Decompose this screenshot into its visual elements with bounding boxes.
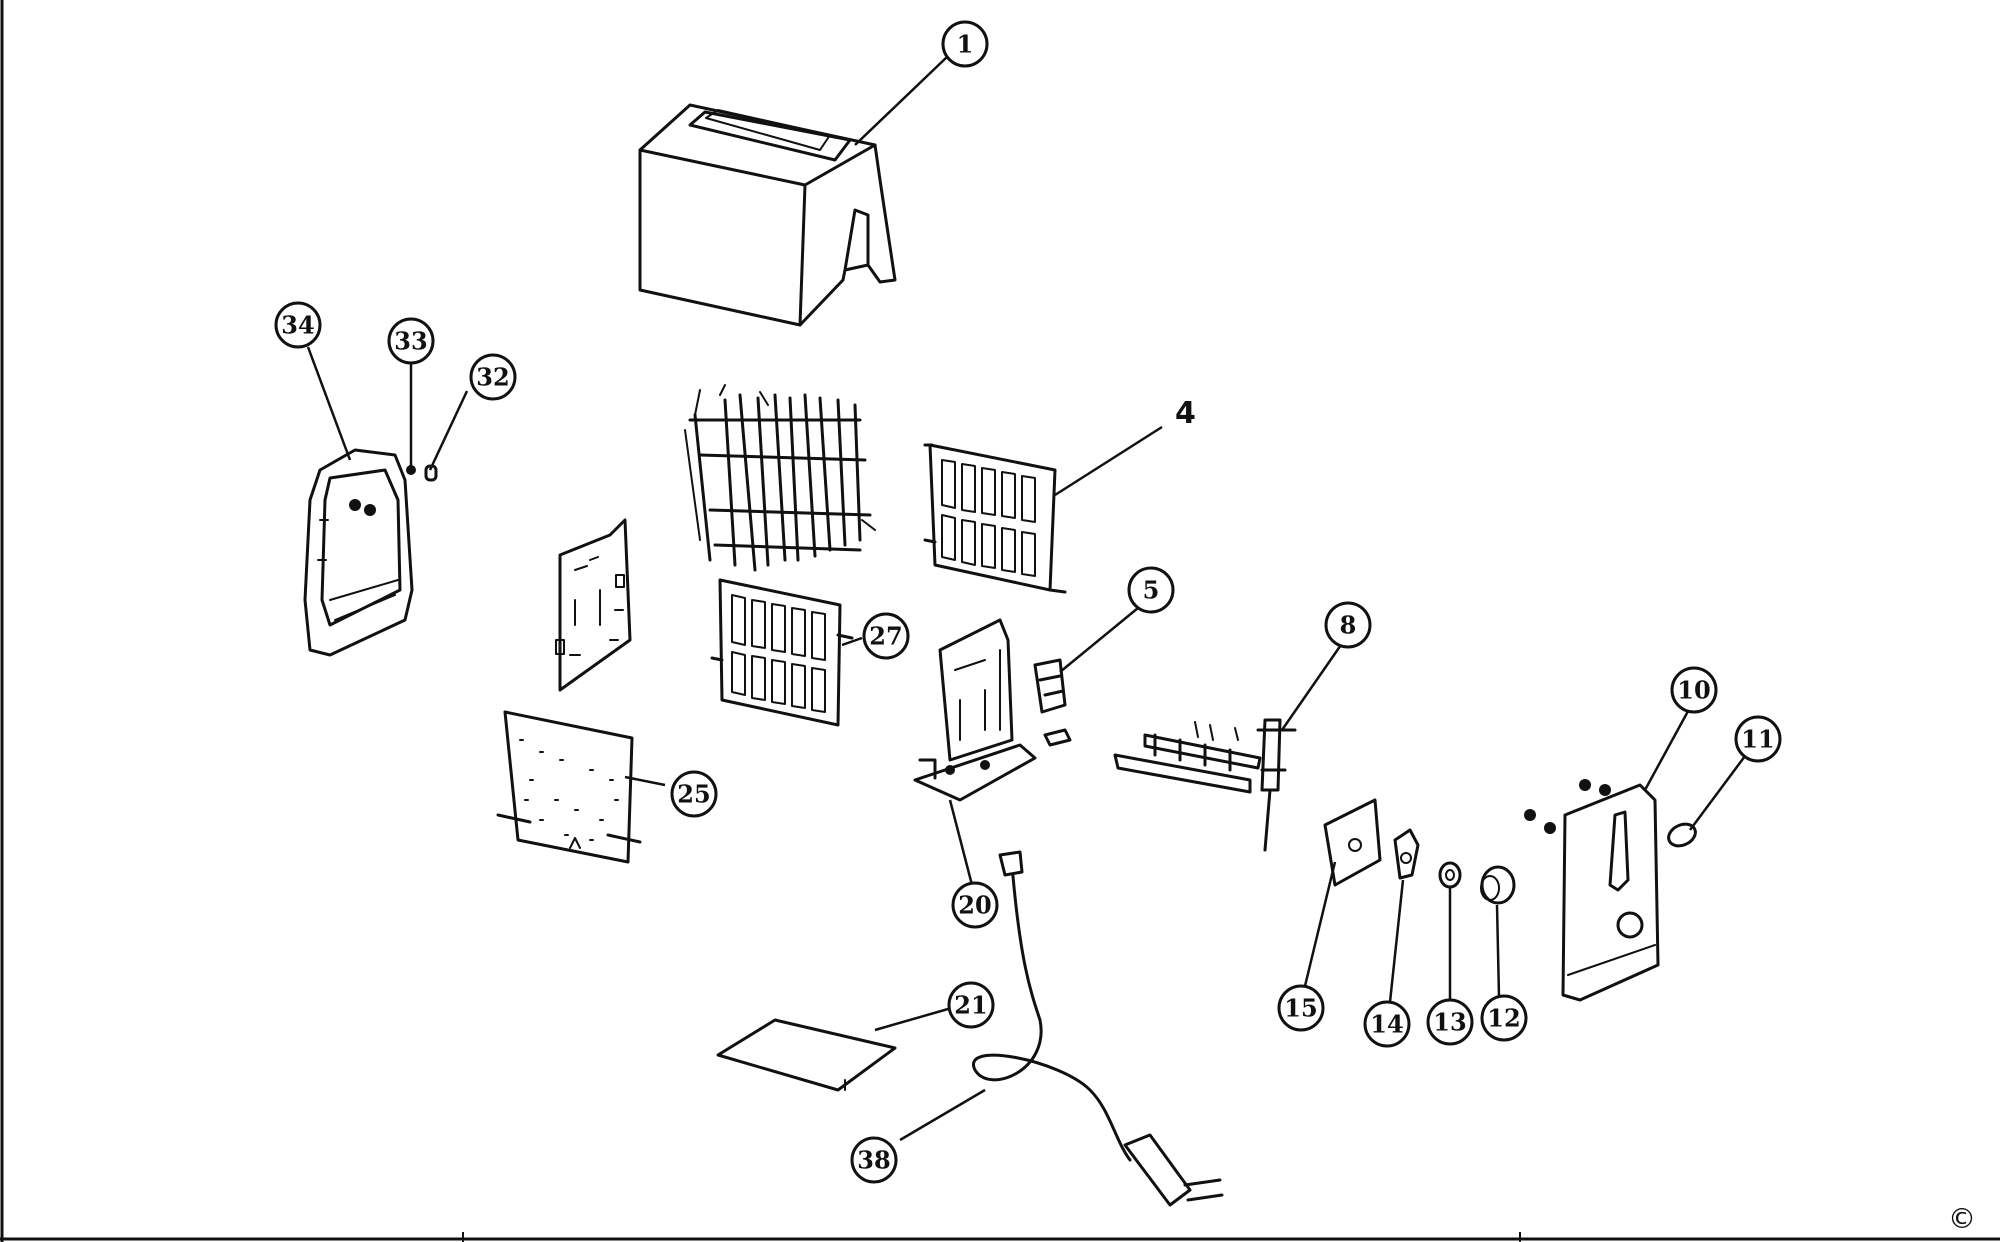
part-inner-side-plate [555, 518, 632, 692]
callout-12: 12 [1480, 994, 1528, 1042]
callout-33-label: 33 [394, 327, 427, 356]
callout-8-label: 8 [1340, 611, 1357, 640]
part-25-reflector-plate [496, 710, 642, 864]
part-20-carriage-assembly [913, 618, 1072, 802]
callout-25: 25 [670, 770, 718, 818]
callout-4-label: 4 [1175, 396, 1196, 431]
callout-12-label: 12 [1487, 1004, 1520, 1033]
callout-38-label: 38 [857, 1146, 890, 1175]
callout-20: 20 [951, 881, 999, 929]
part-14-lever-knob [1393, 828, 1420, 880]
callout-34: 34 [274, 301, 322, 349]
part-8-lever-mechanism [1113, 718, 1297, 852]
part-13-nut [1438, 861, 1462, 889]
callout-8: 8 [1324, 601, 1372, 649]
callout-11-label: 11 [1741, 725, 1774, 754]
callout-14-label: 14 [1370, 1010, 1403, 1039]
callout-27-label: 27 [869, 622, 902, 651]
part-34-end-cap [303, 448, 414, 657]
copyright-symbol: © [1948, 1202, 1976, 1235]
callout-25-label: 25 [677, 780, 710, 809]
part-27-mica-plate [710, 578, 854, 727]
part-33-small-screw [406, 465, 416, 475]
part-12-control-knob [1480, 865, 1516, 905]
part-5-switch [1033, 658, 1067, 714]
part-38-power-cord [972, 850, 1224, 1207]
callout-32: 32 [469, 353, 517, 401]
callout-20-label: 20 [958, 891, 991, 920]
part-1-housing [638, 103, 897, 327]
part-heating-element [684, 384, 876, 572]
callout-11: 11 [1734, 715, 1782, 763]
part-21-crumb-tray [716, 1018, 897, 1092]
callout-13: 13 [1426, 998, 1474, 1046]
callout-32-label: 32 [476, 363, 509, 392]
part-11-knob [1667, 822, 1697, 848]
callout-21-label: 21 [954, 991, 987, 1020]
part-4-mica-plate [923, 443, 1067, 594]
callout-21: 21 [947, 981, 995, 1029]
callout-27: 27 [862, 612, 910, 660]
leader-lines [306, 55, 1750, 1142]
callout-5-label: 5 [1143, 576, 1160, 605]
callout-15-label: 15 [1284, 994, 1317, 1023]
callout-38: 38 [850, 1136, 898, 1184]
callout-5: 5 [1127, 566, 1175, 614]
callout-15: 15 [1277, 984, 1325, 1032]
callout-13-label: 13 [1433, 1008, 1466, 1037]
callout-1-label: 1 [957, 30, 974, 59]
callout-14: 14 [1363, 1000, 1411, 1048]
callout-33: 33 [387, 317, 435, 365]
part-15-control-plate [1323, 798, 1382, 887]
callout-10-label: 10 [1677, 676, 1710, 705]
callout-34-label: 34 [281, 311, 314, 340]
callout-10: 10 [1670, 666, 1718, 714]
callout-1: 1 [941, 20, 989, 68]
part-10-end-cover [1524, 779, 1660, 1002]
